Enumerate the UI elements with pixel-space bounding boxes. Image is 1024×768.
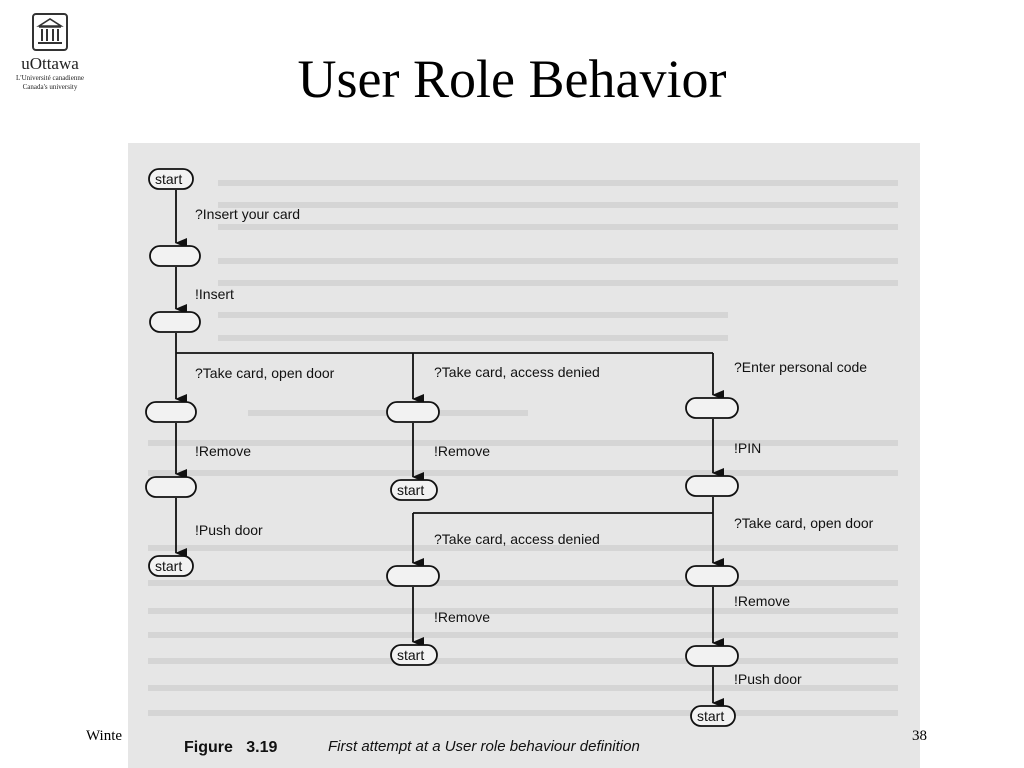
bleed-through-texture (148, 180, 898, 716)
university-crest-icon (32, 13, 68, 51)
state-enter-code (685, 397, 739, 419)
university-tagline-fr: L'Université canadienne (16, 74, 84, 82)
figure-caption-text: First attempt at a User role behaviour d… (328, 738, 640, 755)
state-start-middle (390, 479, 438, 501)
state-open-door (145, 401, 197, 423)
state-access-denied (386, 401, 440, 423)
state-open-door-after-pin (685, 565, 739, 587)
transition-enter-personal-code: ?Enter personal code (734, 359, 867, 375)
transition-take-card-open-door: ?Take card, open door (195, 365, 335, 381)
state-denied-after-pin (386, 565, 440, 587)
slide-title: User Role Behavior (297, 49, 727, 109)
state-start-bottom-middle (390, 644, 438, 666)
transition-insert-your-card: ?Insert your card (195, 206, 300, 222)
transition-remove-after-pin-right: !Remove (734, 593, 790, 609)
transition-insert: !Insert (195, 286, 234, 302)
state-push-door (145, 476, 197, 498)
state-card-inserted (149, 311, 201, 333)
transition-remove-middle: !Remove (434, 443, 490, 459)
scanned-figure: start start start start start ?Insert yo… (128, 143, 920, 768)
transition-take-card-access-denied: ?Take card, access denied (434, 364, 600, 380)
state-push-door-after-pin (685, 645, 739, 667)
transition-take-card-open-door-after-pin: ?Take card, open door (734, 515, 874, 531)
state-awaiting-card (149, 245, 201, 267)
state-label-start-bottom-middle: start (397, 647, 424, 663)
state-label-start-bottom-right: start (697, 708, 724, 724)
slide-footer-left: Winte (86, 728, 123, 744)
state-label-start-left: start (155, 558, 182, 574)
state-start-bottom-right (690, 705, 736, 727)
state-start-left (148, 555, 194, 577)
transition-remove-after-pin-middle: !Remove (434, 609, 490, 625)
state-start-top (148, 168, 194, 190)
university-tagline-en: Canada's university (22, 83, 78, 91)
transition-push-door-after-pin: !Push door (734, 671, 802, 687)
transition-take-card-access-denied-after-pin: ?Take card, access denied (434, 531, 600, 547)
university-logo: uOttawa L'Université canadienne Canada's… (8, 12, 92, 92)
state-pin-entered (685, 475, 739, 497)
transition-push-door-left: !Push door (195, 522, 263, 538)
figure-caption-label: Figure 3.19 (184, 739, 277, 756)
university-name: uOttawa (21, 54, 79, 73)
transition-remove-left: !Remove (195, 443, 251, 459)
state-label-start-top: start (155, 171, 182, 187)
state-label-start-middle: start (397, 482, 424, 498)
slide-page-number: 38 (912, 728, 927, 744)
transition-pin: !PIN (734, 440, 761, 456)
